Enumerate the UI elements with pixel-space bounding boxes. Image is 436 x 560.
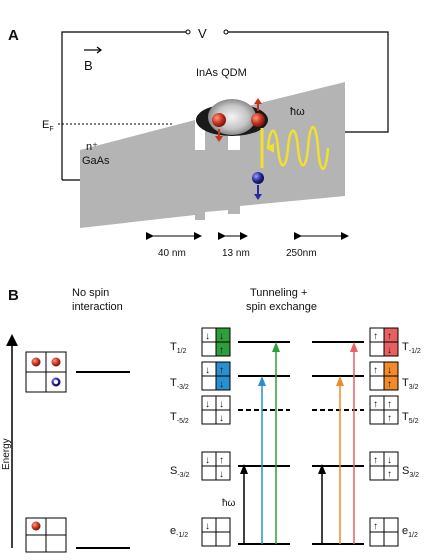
level-label: T1/2: [170, 341, 187, 355]
svg-text:↑: ↑: [373, 399, 378, 410]
svg-text:↑: ↑: [373, 365, 378, 376]
svg-text:↓: ↓: [219, 379, 224, 390]
voltage-label: V: [198, 26, 207, 41]
level-label: S-3/2: [170, 465, 190, 479]
svg-text:↓: ↓: [219, 331, 224, 342]
dimension-label: 13 nm: [222, 248, 250, 259]
right-title-line1: Tunneling +: [250, 287, 307, 299]
photon-wave-icon: [266, 125, 330, 171]
hole-icon: [252, 172, 264, 200]
svg-text:↑: ↑: [373, 455, 378, 466]
svg-text:↓: ↓: [387, 365, 392, 376]
svg-text:↑: ↑: [387, 413, 392, 424]
level-label: T-5/2: [170, 411, 189, 425]
level-label: T3/2: [402, 377, 419, 391]
svg-text:↑: ↑: [373, 521, 378, 532]
panel-b-label: B: [8, 287, 19, 304]
level-label: S3/2: [402, 465, 419, 479]
state-box-lower: [25, 517, 67, 553]
svg-text:↓: ↓: [219, 413, 224, 424]
level-label: T-1/2: [402, 341, 421, 355]
energy-axis-label: Energy: [1, 438, 12, 470]
contact-label-line2: GaAs: [82, 155, 110, 167]
svg-text:↓: ↓: [219, 469, 224, 480]
panel-a-label: A: [8, 27, 19, 44]
spin-box-t-mhalf: ↑ ↑ ↓: [369, 327, 399, 357]
spin-box-t-m5half: ↓ ↓ ↓: [201, 395, 231, 425]
spin-box-e-m1half: ↓: [201, 517, 231, 547]
photon-arrowhead-icon: [266, 143, 274, 153]
band-structure: [80, 82, 345, 228]
svg-text:↓: ↓: [219, 399, 224, 410]
svg-text:↑: ↑: [219, 345, 224, 356]
left-title-line1: No spin: [72, 287, 109, 299]
level-label: T-3/2: [170, 377, 189, 391]
svg-text:↓: ↓: [387, 345, 392, 356]
field-label: B: [84, 58, 93, 73]
spin-box-t-half: ↓ ↓ ↑: [201, 327, 231, 357]
svg-text:↑: ↑: [387, 379, 392, 390]
fermi-label: EF: [42, 119, 54, 133]
spin-box-t-3half: ↑ ↓ ↑: [369, 361, 399, 391]
svg-text:↓: ↓: [205, 455, 210, 466]
electron-icon: [212, 113, 226, 142]
spin-box-s-3half: ↑ ↓ ↑: [369, 451, 399, 481]
level-label: e1/2: [402, 525, 418, 539]
spin-box-s-m3half: ↓ ↑ ↓: [201, 451, 231, 481]
spin-box-t-5half: ↑ ↑ ↑: [369, 395, 399, 425]
svg-text:↓: ↓: [205, 331, 210, 342]
photon-label: ħω: [222, 498, 236, 509]
svg-text:↑: ↑: [387, 399, 392, 410]
electron-icon: [251, 98, 265, 127]
level-label: T5/2: [402, 411, 419, 425]
svg-text:↓: ↓: [205, 521, 210, 532]
svg-text:↑: ↑: [219, 455, 224, 466]
svg-text:↓: ↓: [205, 365, 210, 376]
level-label: e-1/2: [170, 525, 188, 539]
field-arrow-icon: [84, 46, 102, 54]
svg-text:↓: ↓: [205, 399, 210, 410]
voltage-circuit: [61, 29, 389, 181]
dimension-label: 40 nm: [158, 248, 186, 259]
svg-text:↑: ↑: [387, 469, 392, 480]
photon-label: ħω: [290, 106, 305, 118]
right-title-line2: spin exchange: [246, 301, 317, 313]
left-title-line2: interaction: [72, 301, 123, 313]
dimension-label: 250nm: [286, 248, 317, 259]
spin-box-e-half: ↑: [369, 517, 399, 547]
svg-text:↑: ↑: [387, 331, 392, 342]
svg-text:↑: ↑: [219, 365, 224, 376]
svg-text:↑: ↑: [373, 331, 378, 342]
contact-label-line1: n⁺: [86, 141, 98, 153]
svg-text:↓: ↓: [387, 455, 392, 466]
spin-box-t-m3half: ↓ ↑ ↓: [201, 361, 231, 391]
qdm-label: InAs QDM: [196, 67, 247, 79]
state-box-upper: [25, 351, 67, 393]
